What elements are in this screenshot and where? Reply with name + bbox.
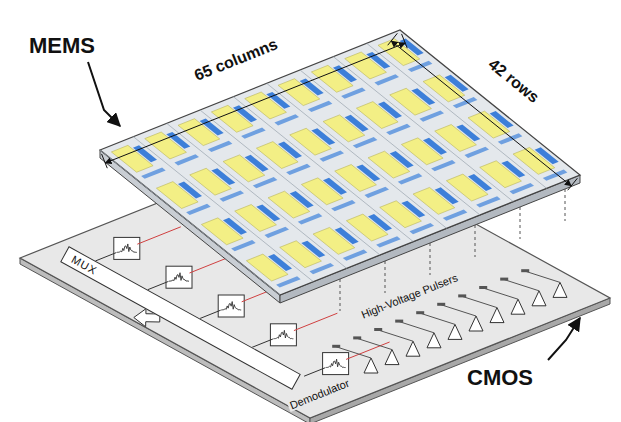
block-label: High-Voltage Pulsers (357, 270, 461, 321)
leader-arrow (88, 62, 120, 126)
dimension-label: 65 columns (190, 35, 282, 86)
part-label: MEMS (27, 34, 97, 58)
mems-die (100, 30, 580, 303)
dimension-label: 42 rows (484, 54, 545, 108)
part-label: CMOS (465, 366, 535, 390)
dimension-line (388, 33, 578, 190)
mux-bar: MUX (60, 246, 301, 390)
dimension-line (102, 34, 408, 168)
block-label: MUX (69, 253, 99, 277)
leader-arrow (548, 318, 580, 360)
pulser-symbols (332, 269, 567, 373)
